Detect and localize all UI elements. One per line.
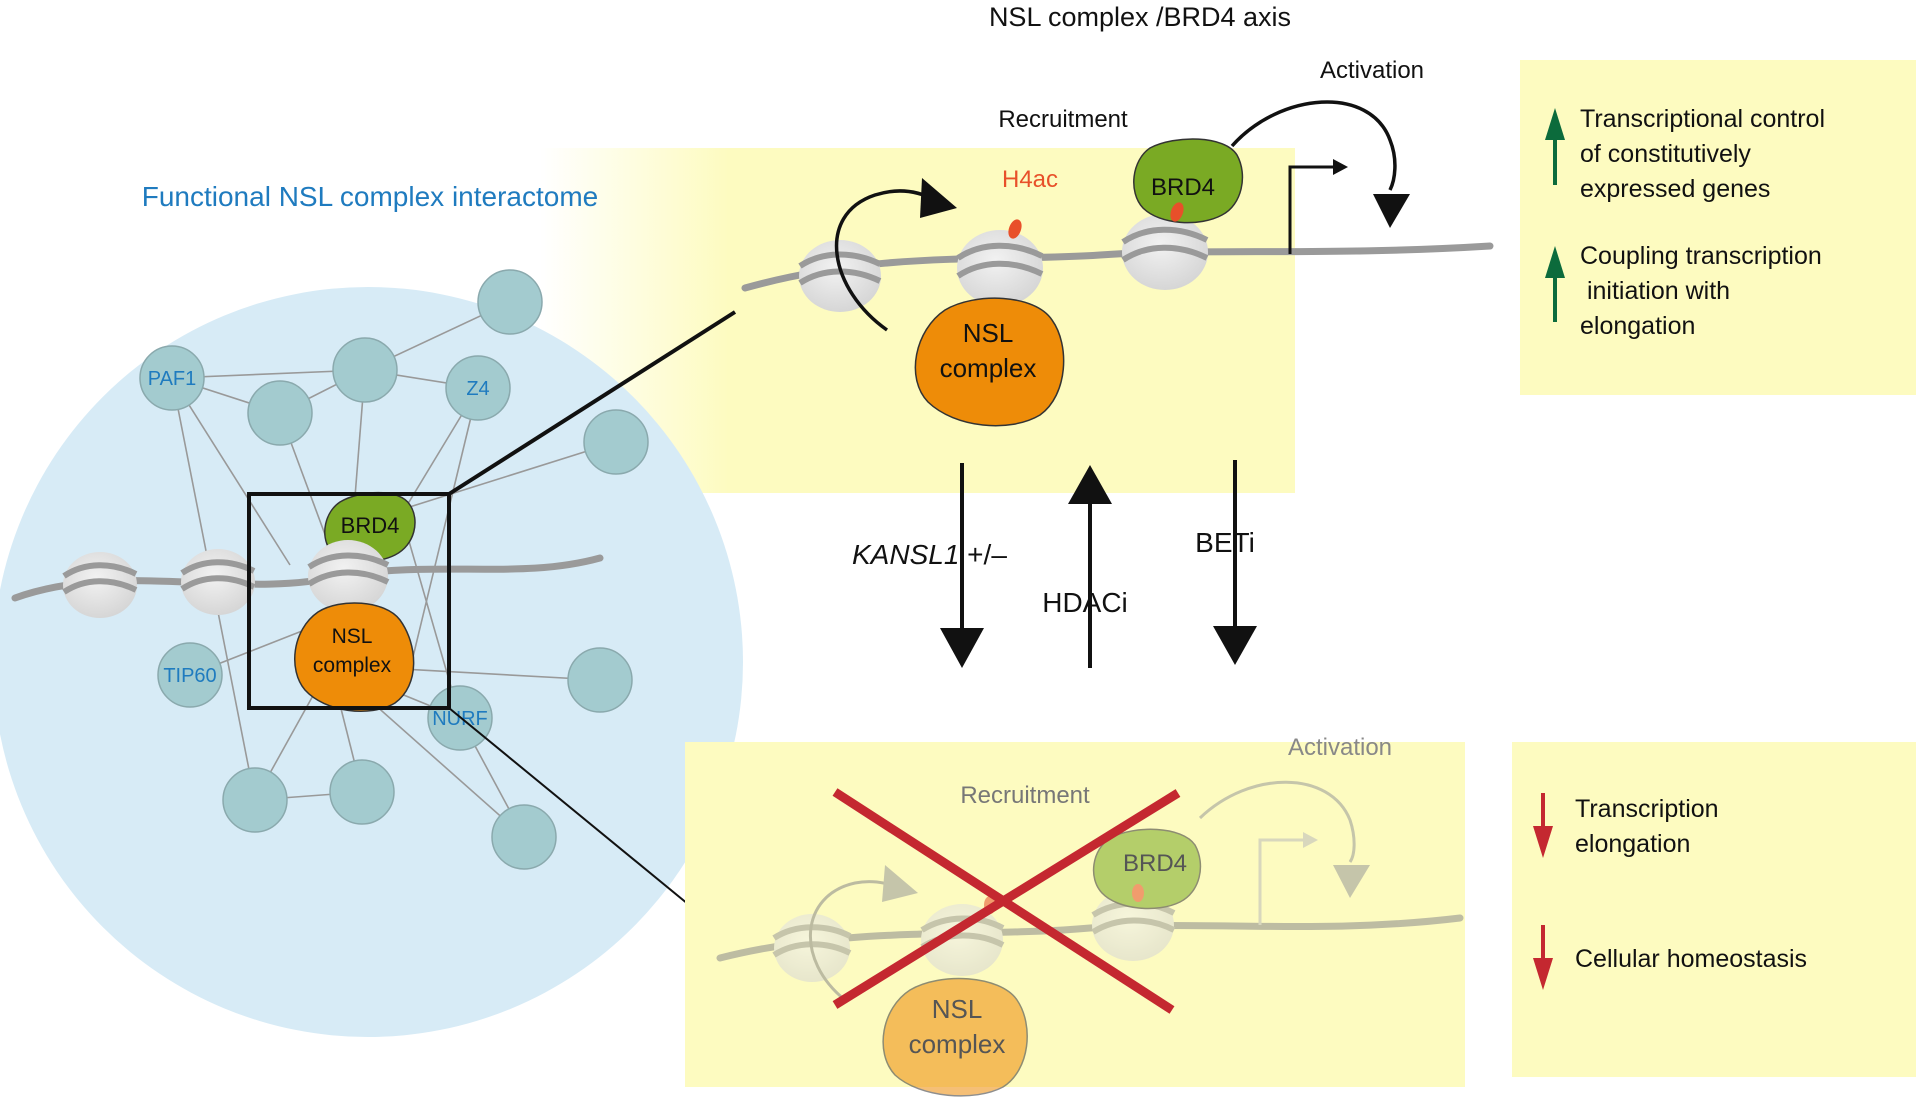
inhibition-cross (832, 788, 1181, 1014)
network-node (567, 647, 633, 713)
top-nsl-shape (914, 297, 1065, 427)
up-arrow-icon (1545, 246, 1565, 322)
kansl1-down-arrow (940, 463, 984, 668)
bottom-recruitment-label: Recruitment (960, 782, 1090, 809)
network-node (247, 380, 313, 446)
bottom-brd4-shape (1092, 828, 1202, 910)
outcomes-down-box (1512, 742, 1916, 1077)
network-node (477, 269, 543, 335)
beti-down-arrow (1213, 460, 1257, 665)
node-label-paf1: PAF1 (148, 368, 197, 390)
top-nsl-label: NSL (963, 318, 1014, 348)
up-arrow-icon (1545, 108, 1565, 185)
interactome-brd4-label: BRD4 (341, 513, 400, 538)
outcome-up-1-line1: Transcriptional control (1580, 105, 1825, 133)
interactome-nsl-label: complex (313, 654, 392, 677)
outcomes-up-box (1520, 60, 1916, 395)
interactome-nsl-shape (293, 602, 415, 713)
bottom-brd4-label: BRD4 (1123, 850, 1187, 877)
outcome-up-1-line3: expressed genes (1580, 175, 1770, 203)
zoom-line-bottom (448, 707, 706, 919)
h4ac-mark (1008, 219, 1022, 239)
outcome-up-2-line2: initiation with (1580, 277, 1730, 305)
network-node (157, 642, 223, 708)
outcome-up-1-line2: of constitutively (1580, 140, 1751, 168)
network-node (445, 355, 511, 421)
network-node (491, 804, 557, 870)
kansl1-label: KANSL1 +/– (852, 539, 1007, 570)
top-recruitment-arrow (834, 189, 936, 332)
top-activation-arrow (1230, 100, 1397, 191)
zoom-line-top (447, 310, 737, 496)
node-label-tip60: TIP60 (163, 665, 216, 687)
network-node (583, 409, 649, 475)
bottom-nsl-shape (882, 977, 1028, 1097)
network-node (222, 767, 288, 833)
interactome-nucleosomes (62, 549, 256, 618)
beti-label: BETi (1195, 527, 1255, 558)
node-label-z4: Z4 (466, 378, 489, 400)
top-tss-arrow (1288, 165, 1335, 254)
interactome-nodes (139, 269, 649, 870)
network-node (139, 345, 205, 411)
top-nsl-label: complex (940, 353, 1037, 383)
node-label-nurf: NURF (432, 708, 488, 730)
interactome-nsl-label: NSL (332, 625, 373, 648)
bottom-faded-scene (716, 780, 1464, 1097)
down-arrow-icon (1533, 793, 1553, 858)
outcome-down-1-line2: elongation (1575, 830, 1690, 858)
top-activation-label: Activation (1320, 57, 1424, 84)
bottom-nsl-label: complex (909, 1029, 1006, 1059)
bottom-nsl-label: NSL (932, 994, 983, 1024)
network-node (332, 337, 398, 403)
zoom-box (247, 492, 451, 710)
top-brd4-shape (1133, 138, 1244, 224)
outcome-down-2-line1: Cellular homeostasis (1575, 945, 1807, 973)
bottom-activation-label: Activation (1288, 734, 1392, 761)
hdaci-label: HDACi (1042, 587, 1128, 618)
network-node (329, 759, 395, 825)
outcome-down-1-line1: Transcription (1575, 795, 1719, 823)
down-arrow-icon (1533, 925, 1553, 990)
interactome-heading: Functional NSL complex interactome (142, 181, 599, 212)
outcome-up-2-line1: Coupling transcription (1580, 242, 1822, 270)
hdaci-up-arrow (1068, 465, 1112, 668)
diagram-title: NSL complex /BRD4 axis (989, 2, 1291, 32)
outcome-up-2-line3: elongation (1580, 312, 1695, 340)
h4ac-label: H4ac (1002, 166, 1058, 193)
top-brd4-label: BRD4 (1151, 174, 1215, 201)
top-recruitment-label: Recruitment (998, 106, 1128, 133)
